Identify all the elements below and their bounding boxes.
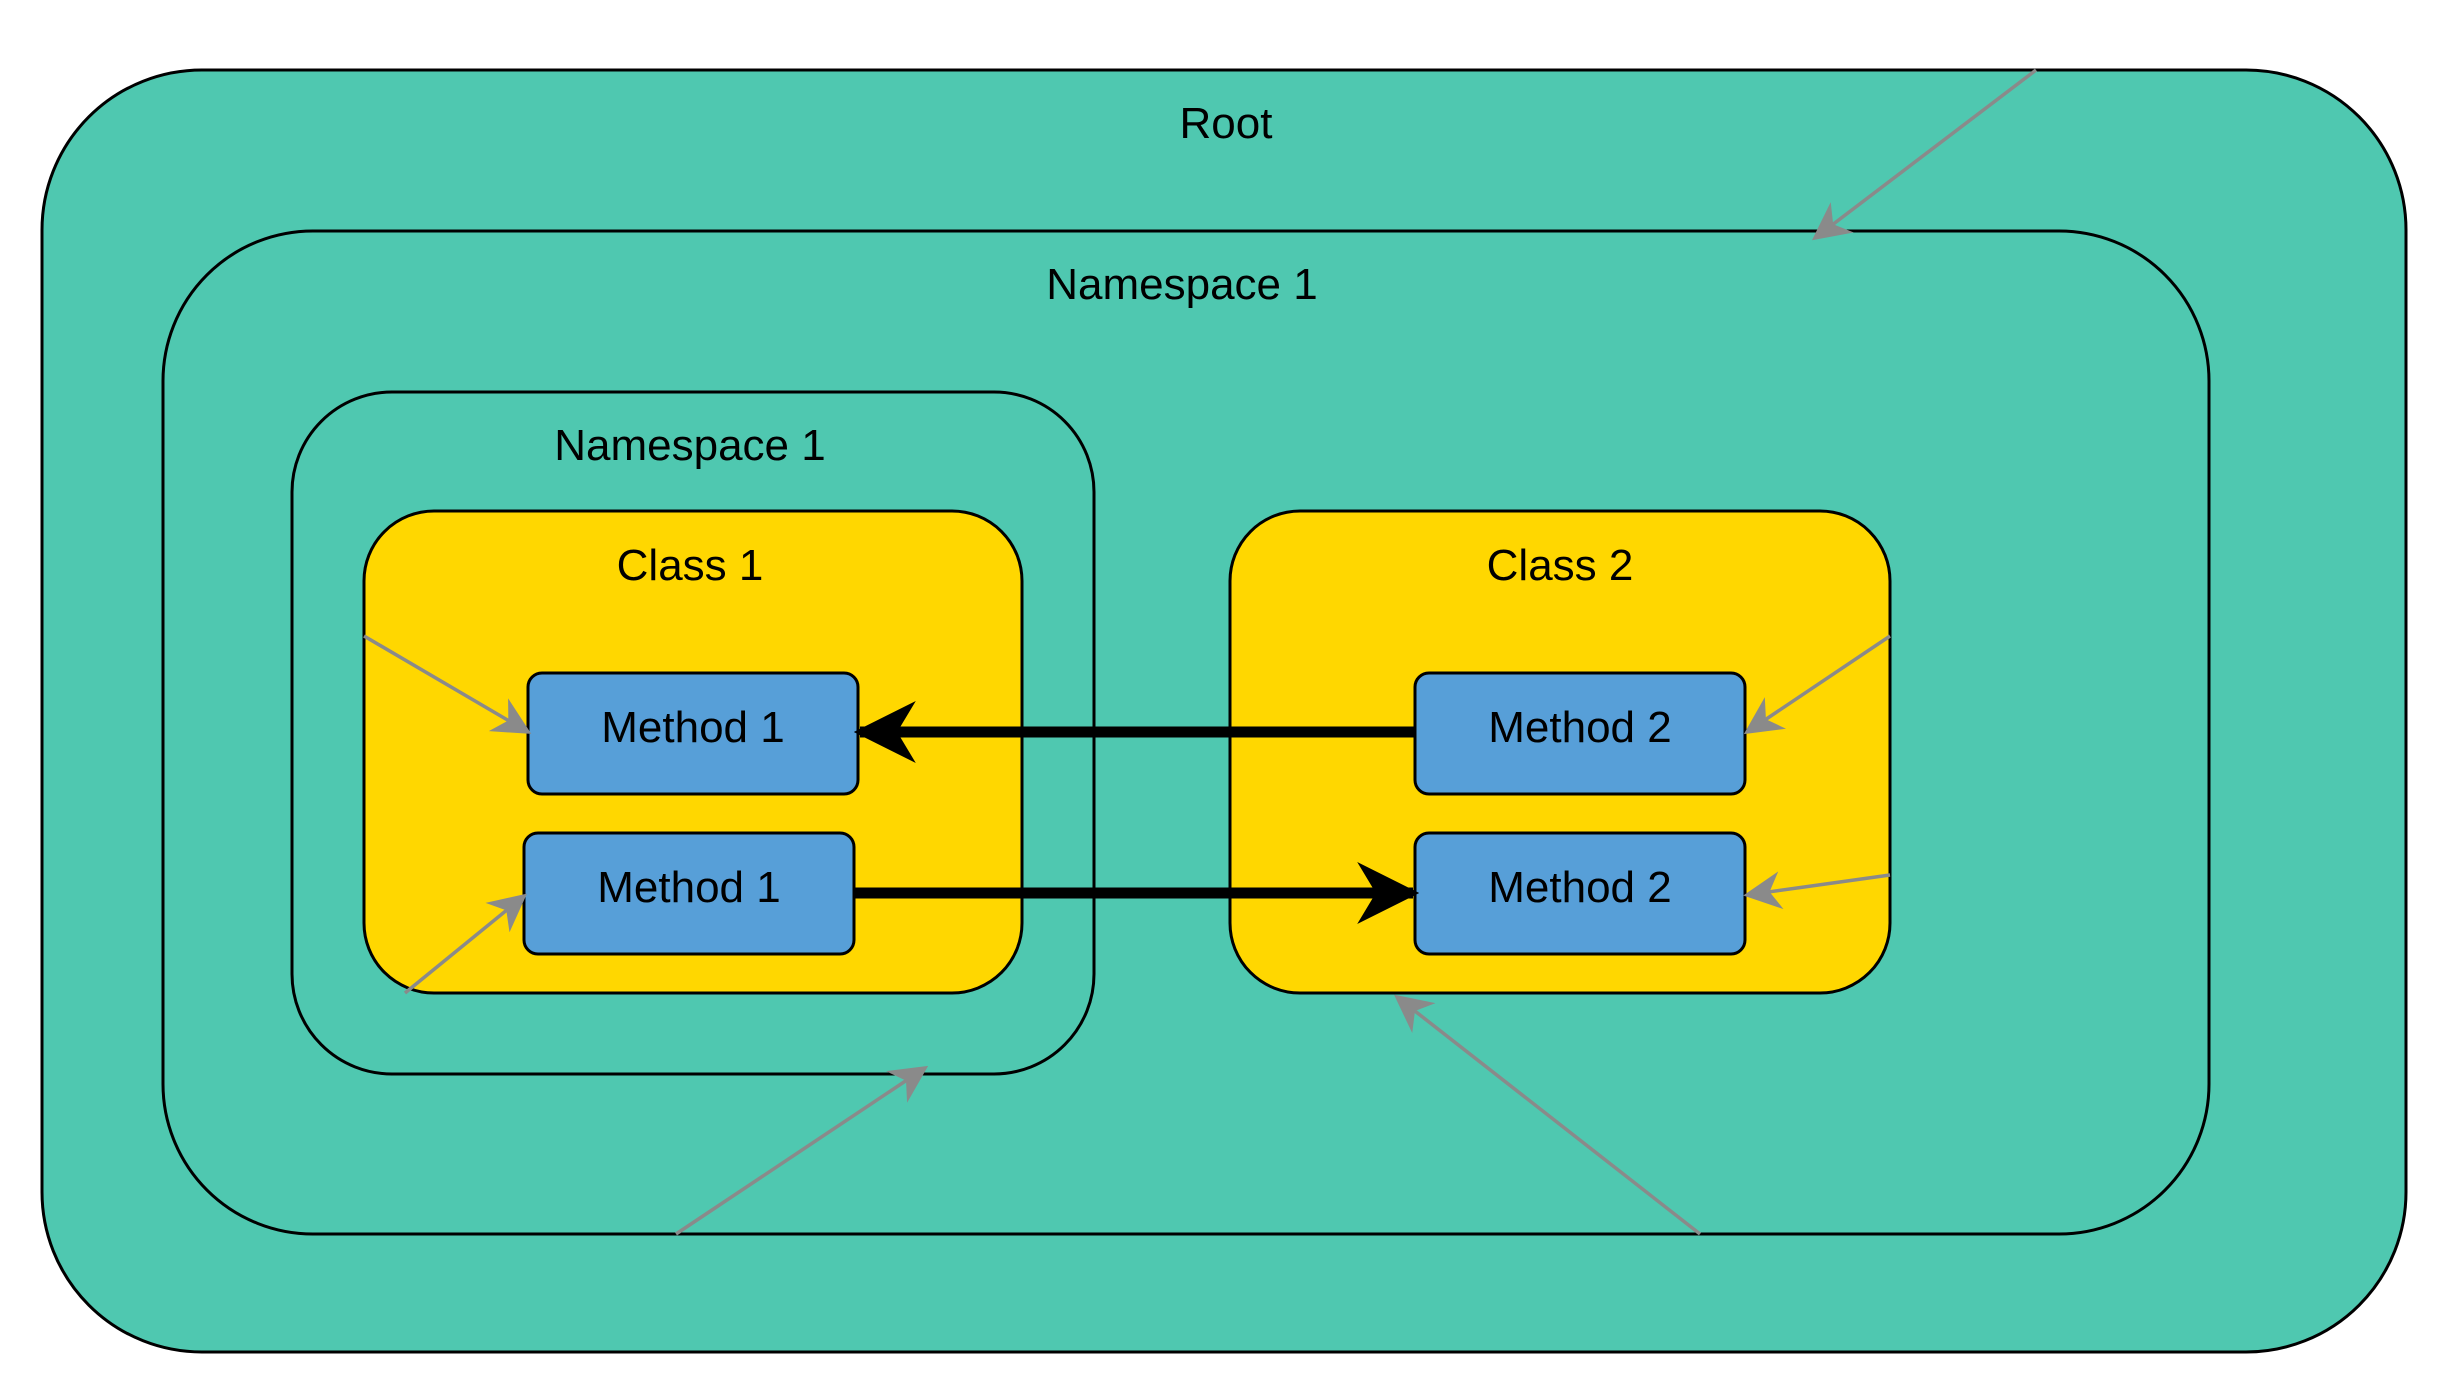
root-label: Root <box>1180 99 1273 148</box>
gray-arrow-class2-to-method-top <box>1743 634 1891 735</box>
class-2-method-top: Method 2 <box>1413 671 1747 796</box>
method-label: Method 2 <box>1488 863 1671 912</box>
method-label: Method 2 <box>1488 703 1671 752</box>
gray-arrow-class1-to-method-bottom <box>403 893 527 995</box>
class-1-label: Class 1 <box>617 541 764 590</box>
gray-arrow-class1-to-method-top <box>363 634 532 734</box>
gray-arrow-namespace-to-class-2 <box>1394 994 1702 1236</box>
class-1-method-top: Method 1 <box>526 671 860 796</box>
class-2-method-bottom: Method 2 <box>1413 831 1747 956</box>
gray-arrow-class2-to-method-bottom <box>1743 871 1891 910</box>
method-label: Method 1 <box>601 703 784 752</box>
gray-arrow-root-to-namespace <box>1811 68 2038 241</box>
gray-arrow-namespace-to-inner-namespace <box>675 1065 929 1236</box>
method-label: Method 1 <box>597 863 780 912</box>
outer-namespace-label: Namespace 1 <box>1046 260 1317 309</box>
class-2-label: Class 2 <box>1487 541 1634 590</box>
inner-namespace-label: Namespace 1 <box>554 421 825 470</box>
class-1-method-bottom: Method 1 <box>522 831 856 956</box>
